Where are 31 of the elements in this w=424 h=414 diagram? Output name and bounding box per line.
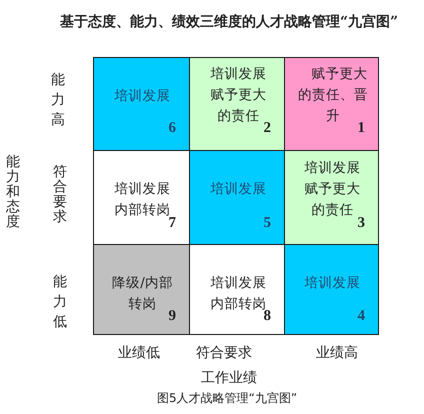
position-number: 1 xyxy=(358,120,365,136)
grid-cell xyxy=(284,57,379,151)
row-label: 能力低 xyxy=(53,273,67,332)
grid-cell xyxy=(93,244,190,335)
row-label: 能力高 xyxy=(51,71,65,130)
position-number: 6 xyxy=(168,120,176,136)
action-text: 培训发展 xyxy=(114,87,171,106)
title: 基于态度、能力、绩效三维度的人才战略管理“九宫图” xyxy=(60,12,398,32)
axis-title: 工作业绩 xyxy=(201,369,257,388)
row-label: 符合要求 xyxy=(53,165,67,225)
position-number: 7 xyxy=(168,215,176,231)
column-label: 符合要求 xyxy=(196,344,252,363)
position-number: 8 xyxy=(264,308,271,324)
position-number: 5 xyxy=(264,215,271,231)
position-number: 3 xyxy=(358,215,365,231)
axis-title: 能力和态度 xyxy=(6,155,20,230)
action-text: 培训发展赋予更大的责任 xyxy=(304,159,360,218)
action-text: 培训发展 xyxy=(210,180,267,199)
grid-cell xyxy=(93,57,190,151)
column-label: 业绩低 xyxy=(118,344,160,363)
position-number: 2 xyxy=(264,120,271,136)
caption: 图5人才战略管理“九宫图” xyxy=(156,390,298,406)
column-label: 业绩高 xyxy=(316,344,358,363)
grid-cell xyxy=(189,150,285,245)
grid-cell xyxy=(284,150,379,245)
action-text: 培训发展内部转岗 xyxy=(114,180,170,218)
action-text: 培训发展 xyxy=(304,274,361,293)
grid-cell xyxy=(284,244,379,335)
grid-cell xyxy=(189,57,285,151)
position-number: 4 xyxy=(358,308,365,324)
position-number: 9 xyxy=(168,308,176,324)
